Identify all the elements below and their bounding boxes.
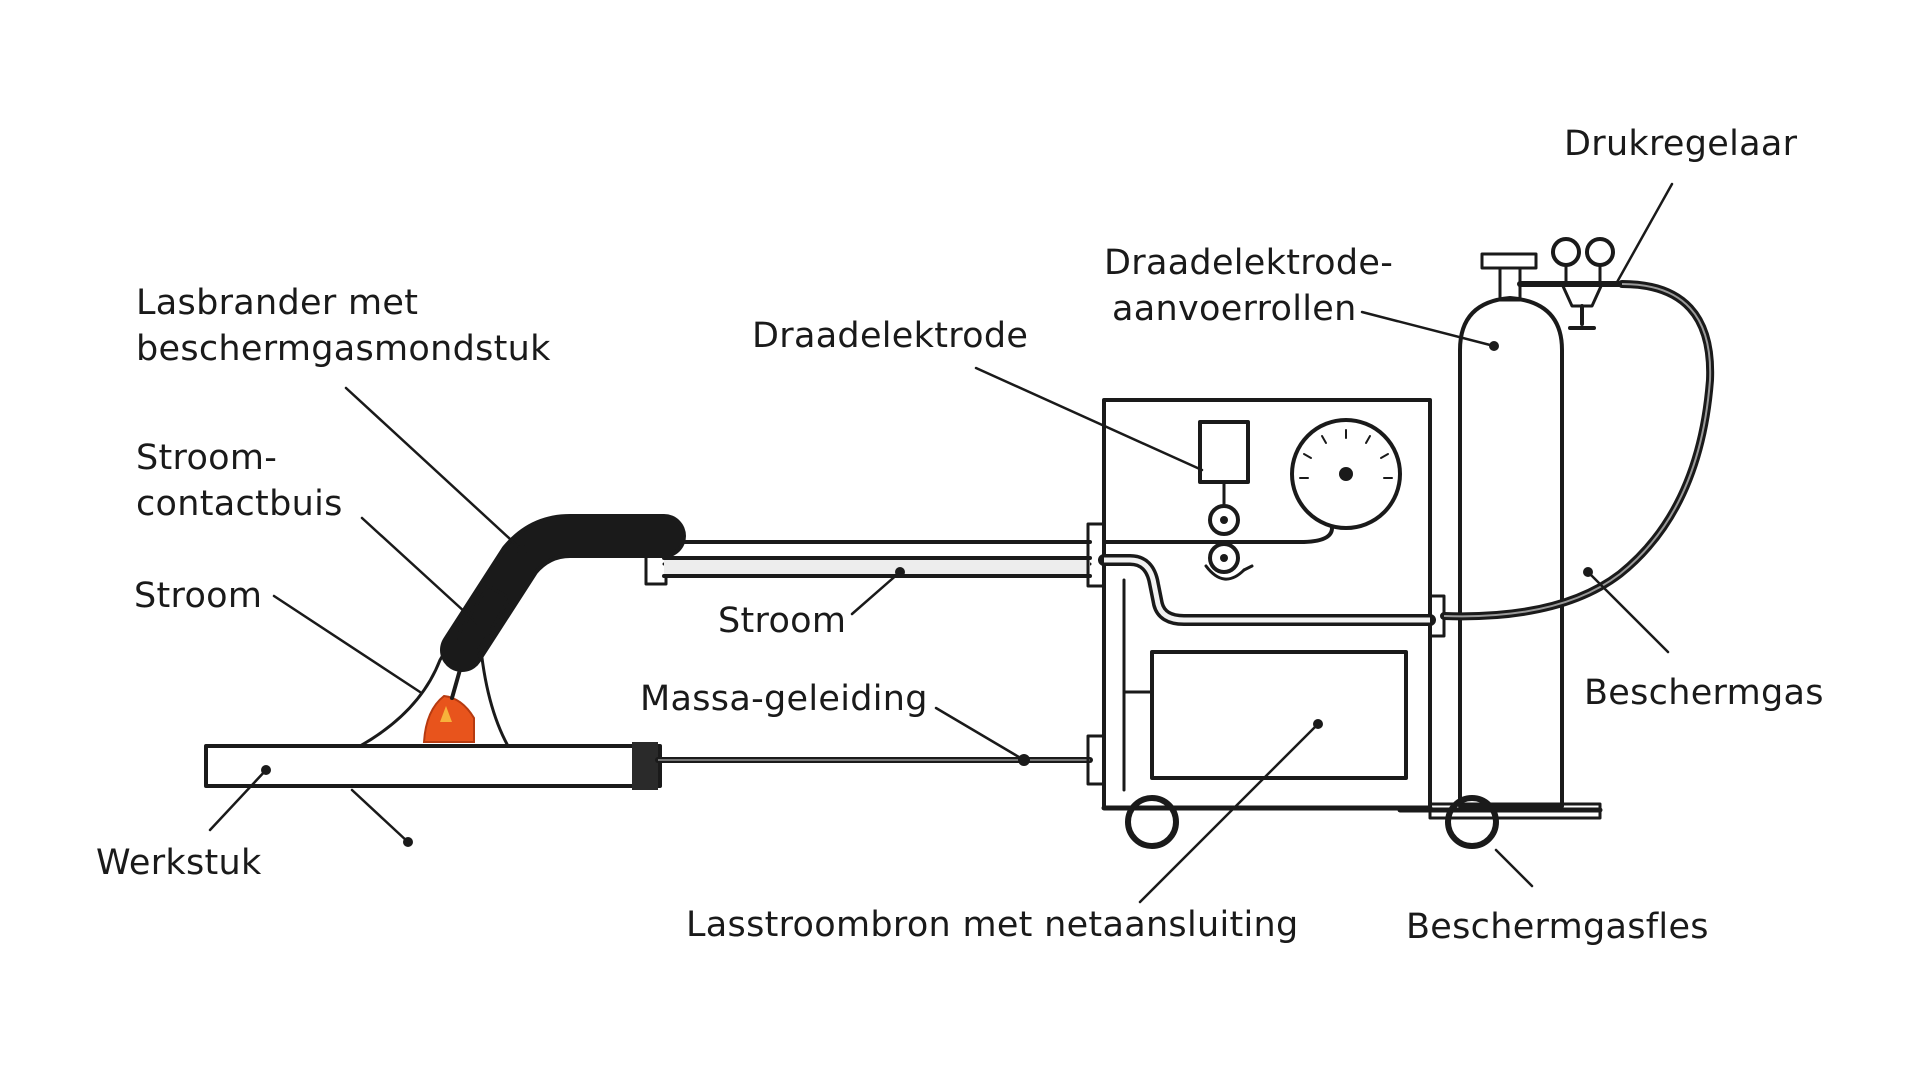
label-werkstuk: Werkstuk	[96, 843, 262, 883]
label-draadelektrode: Draadelektrode	[752, 316, 1029, 356]
welding-torch	[440, 514, 686, 700]
label-lasstroombron: Lasstroombron met netaansluiting	[686, 905, 1299, 945]
label-stroom-mid: Stroom	[718, 601, 847, 641]
pressure-regulator	[1517, 237, 1625, 330]
welding-arc	[358, 638, 510, 748]
gas-cylinder	[1397, 252, 1603, 849]
power-source	[1086, 398, 1446, 849]
leader-lines	[208, 182, 1674, 904]
label-drukregelaar: Drukregelaar	[1564, 124, 1798, 164]
label-lasbrander: Lasbrander met beschermgasmondstuk	[136, 283, 551, 369]
hose-package	[662, 540, 1092, 578]
workpiece	[204, 742, 662, 790]
leader-dots	[261, 341, 1593, 847]
label-stroom-contactbuis: Stroom- contactbuis	[136, 438, 343, 524]
label-stroom-left: Stroom	[134, 576, 263, 616]
gas-hose	[1440, 280, 1715, 621]
label-draadelektrode-aanvoerrollen: Draadelektrode- aanvoerrollen	[1104, 243, 1394, 329]
label-massa-geleiding: Massa-geleiding	[640, 679, 928, 719]
label-beschermgas: Beschermgas	[1584, 673, 1824, 713]
label-beschermgasfles: Beschermgasfles	[1406, 907, 1709, 947]
